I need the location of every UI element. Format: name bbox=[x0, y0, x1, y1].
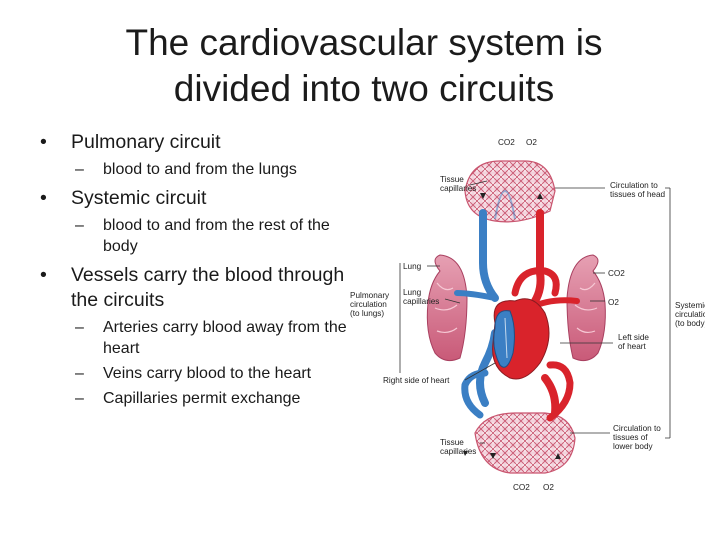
sub-bullet: – Veins carry blood to the heart bbox=[38, 363, 358, 384]
heart bbox=[492, 298, 550, 380]
label-circ-head-1: Circulation to bbox=[610, 181, 658, 190]
leader-lines bbox=[399, 180, 671, 444]
label-lung-cap-1: Lung bbox=[403, 288, 422, 297]
label-pulm-circ-3: (to lungs) bbox=[350, 309, 384, 318]
bullet-text: Pulmonary circuit bbox=[71, 131, 221, 153]
bullet-dot: • bbox=[40, 187, 47, 209]
label-circ-lower-2: tissues of bbox=[613, 433, 648, 442]
label-top-o2: O2 bbox=[526, 138, 537, 147]
label-right-o2: O2 bbox=[608, 298, 619, 307]
bullet-text: Vessels carry the blood through the circ… bbox=[71, 264, 345, 311]
label-circ-lower-3: lower body bbox=[613, 442, 654, 451]
label-systemic-3: (to body) bbox=[675, 319, 705, 328]
sub-bullet: – Arteries carry blood away from the hear… bbox=[38, 317, 358, 359]
label-tissue-capillaries-bottom-1: Tissue bbox=[440, 438, 464, 447]
sub-bullet-text: Arteries carry blood away from the heart bbox=[103, 319, 347, 357]
cardiovascular-diagram: CO2 O2 Tissue capillaries Circulation to… bbox=[345, 133, 705, 501]
sub-bullet-text: blood to and from the lungs bbox=[103, 161, 297, 178]
sub-bullet-text: blood to and from the rest of the body bbox=[103, 217, 330, 255]
sub-bullet-dash: – bbox=[75, 217, 84, 234]
label-tissue-capillaries-top-1: Tissue bbox=[440, 175, 464, 184]
sub-bullet-dash: – bbox=[75, 319, 84, 336]
bullet-text: Systemic circuit bbox=[71, 187, 207, 209]
title-line-1: The cardiovascular system is bbox=[125, 22, 603, 63]
sub-bullet: – blood to and from the rest of the body bbox=[38, 215, 358, 257]
label-left-side-2: of heart bbox=[618, 342, 646, 351]
label-bottom-co2: CO2 bbox=[513, 483, 530, 492]
bullet-dot: • bbox=[40, 131, 47, 153]
flow-arrows bbox=[463, 193, 561, 459]
bullet-pulmonary: • Pulmonary circuit bbox=[38, 130, 358, 155]
label-pulm-circ-2: circulation bbox=[350, 300, 387, 309]
label-lung-cap-2: capillaries bbox=[403, 297, 439, 306]
label-circ-lower-1: Circulation to bbox=[613, 424, 661, 433]
bullet-dot: • bbox=[40, 264, 47, 286]
bullet-systemic: • Systemic circuit bbox=[38, 186, 358, 211]
title-line-2: divided into two circuits bbox=[173, 68, 555, 109]
circulation-illustration: CO2 O2 Tissue capillaries Circulation to… bbox=[350, 138, 705, 492]
bullet-list: • Pulmonary circuit – blood to and from th… bbox=[38, 130, 358, 409]
label-systemic-2: circulation bbox=[675, 310, 705, 319]
label-right-side: Right side of heart bbox=[383, 376, 450, 385]
slide-title: The cardiovascular system is divided int… bbox=[0, 20, 728, 112]
sub-bullet-dash: – bbox=[75, 365, 84, 382]
label-left-side-1: Left side bbox=[618, 333, 649, 342]
tissue-capillaries-bottom bbox=[474, 412, 576, 474]
sub-bullet: – Capillaries permit exchange bbox=[38, 388, 358, 409]
bullet-vessels: • Vessels carry the blood through the cir… bbox=[38, 263, 358, 313]
label-top-co2: CO2 bbox=[498, 138, 515, 147]
label-pulm-circ-1: Pulmonary bbox=[350, 291, 390, 300]
sub-bullet-text: Veins carry blood to the heart bbox=[103, 365, 312, 382]
label-tissue-capillaries-bottom-2: capillaries bbox=[440, 447, 476, 456]
label-circ-head-2: tissues of head bbox=[610, 190, 666, 199]
label-right-co2: CO2 bbox=[608, 269, 625, 278]
sub-bullet: – blood to and from the lungs bbox=[38, 159, 358, 180]
label-tissue-capillaries-top-2: capillaries bbox=[440, 184, 476, 193]
sub-bullet-dash: – bbox=[75, 390, 84, 407]
sub-bullet-text: Capillaries permit exchange bbox=[103, 390, 301, 407]
sub-bullet-dash: – bbox=[75, 161, 84, 178]
label-lung: Lung bbox=[403, 262, 422, 271]
diagram-labels: CO2 O2 Tissue capillaries Circulation to… bbox=[350, 138, 705, 492]
right-lung bbox=[566, 254, 606, 362]
label-bottom-o2: O2 bbox=[543, 483, 554, 492]
label-systemic-1: Systemic bbox=[675, 301, 705, 310]
left-lung bbox=[426, 254, 468, 362]
